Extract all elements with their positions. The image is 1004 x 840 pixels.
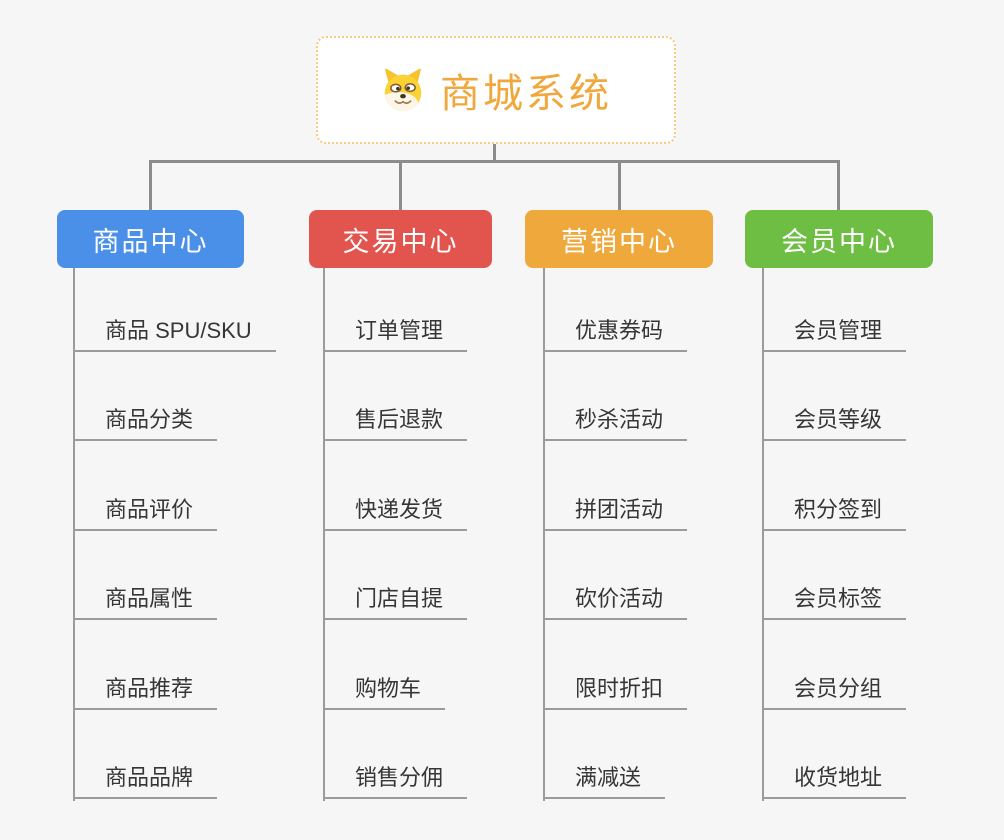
subtopic-limited-time-discount[interactable]: 限时折扣 [543,670,688,710]
branch-node-trade-center[interactable]: 交易中心 [309,210,492,268]
trunk-marketing-center [543,268,545,801]
trunk-product-center [73,268,75,801]
subtopic-bargain-activity[interactable]: 砍价活动 [543,580,688,620]
subtopic-coupon-code[interactable]: 优惠券码 [543,312,688,352]
root-topic[interactable]: 商城系统 [316,36,676,144]
subtopic-full-reduction[interactable]: 满减送 [543,759,666,799]
connector-horizontal-bar [149,160,840,163]
subtopic-product-recommend[interactable]: 商品推荐 [73,670,218,710]
connector-root-stem [493,144,496,162]
subtopic-sales-commission[interactable]: 销售分佣 [323,759,468,799]
root-topic-label: 商城系统 [440,72,612,116]
branch-node-marketing-center[interactable]: 营销中心 [525,210,713,268]
connector-drop-member [837,161,840,210]
subtopic-product-spu-sku[interactable]: 商品 SPU/SKU [73,312,276,352]
connector-drop-product [149,161,152,210]
connector-drop-marketing [618,161,621,210]
subtopic-flash-sale[interactable]: 秒杀活动 [543,401,688,441]
subtopic-product-attribute[interactable]: 商品属性 [73,580,218,620]
subtopic-store-pickup[interactable]: 门店自提 [323,580,468,620]
subtopic-member-group[interactable]: 会员分组 [762,670,907,710]
subtopic-group-buy[interactable]: 拼团活动 [543,491,688,531]
subtopic-order-management[interactable]: 订单管理 [323,312,468,352]
subtopic-aftersale-refund[interactable]: 售后退款 [323,401,468,441]
subtopic-member-tag[interactable]: 会员标签 [762,580,907,620]
subtopic-shopping-cart[interactable]: 购物车 [323,670,446,710]
subtopic-member-management[interactable]: 会员管理 [762,312,907,352]
subtopic-shipping-address[interactable]: 收货地址 [762,759,907,799]
subtopic-product-review[interactable]: 商品评价 [73,491,218,531]
trunk-trade-center [323,268,325,801]
branch-node-product-center[interactable]: 商品中心 [57,210,244,268]
trunk-member-center [762,268,764,801]
subtopic-product-brand[interactable]: 商品品牌 [73,759,218,799]
subtopic-points-checkin[interactable]: 积分签到 [762,491,907,531]
subtopic-product-category[interactable]: 商品分类 [73,401,218,441]
connector-drop-trade [399,161,402,210]
subtopic-express-delivery[interactable]: 快递发货 [323,491,468,531]
doge-icon [384,68,422,112]
branch-node-member-center[interactable]: 会员中心 [745,210,933,268]
subtopic-member-level[interactable]: 会员等级 [762,401,907,441]
